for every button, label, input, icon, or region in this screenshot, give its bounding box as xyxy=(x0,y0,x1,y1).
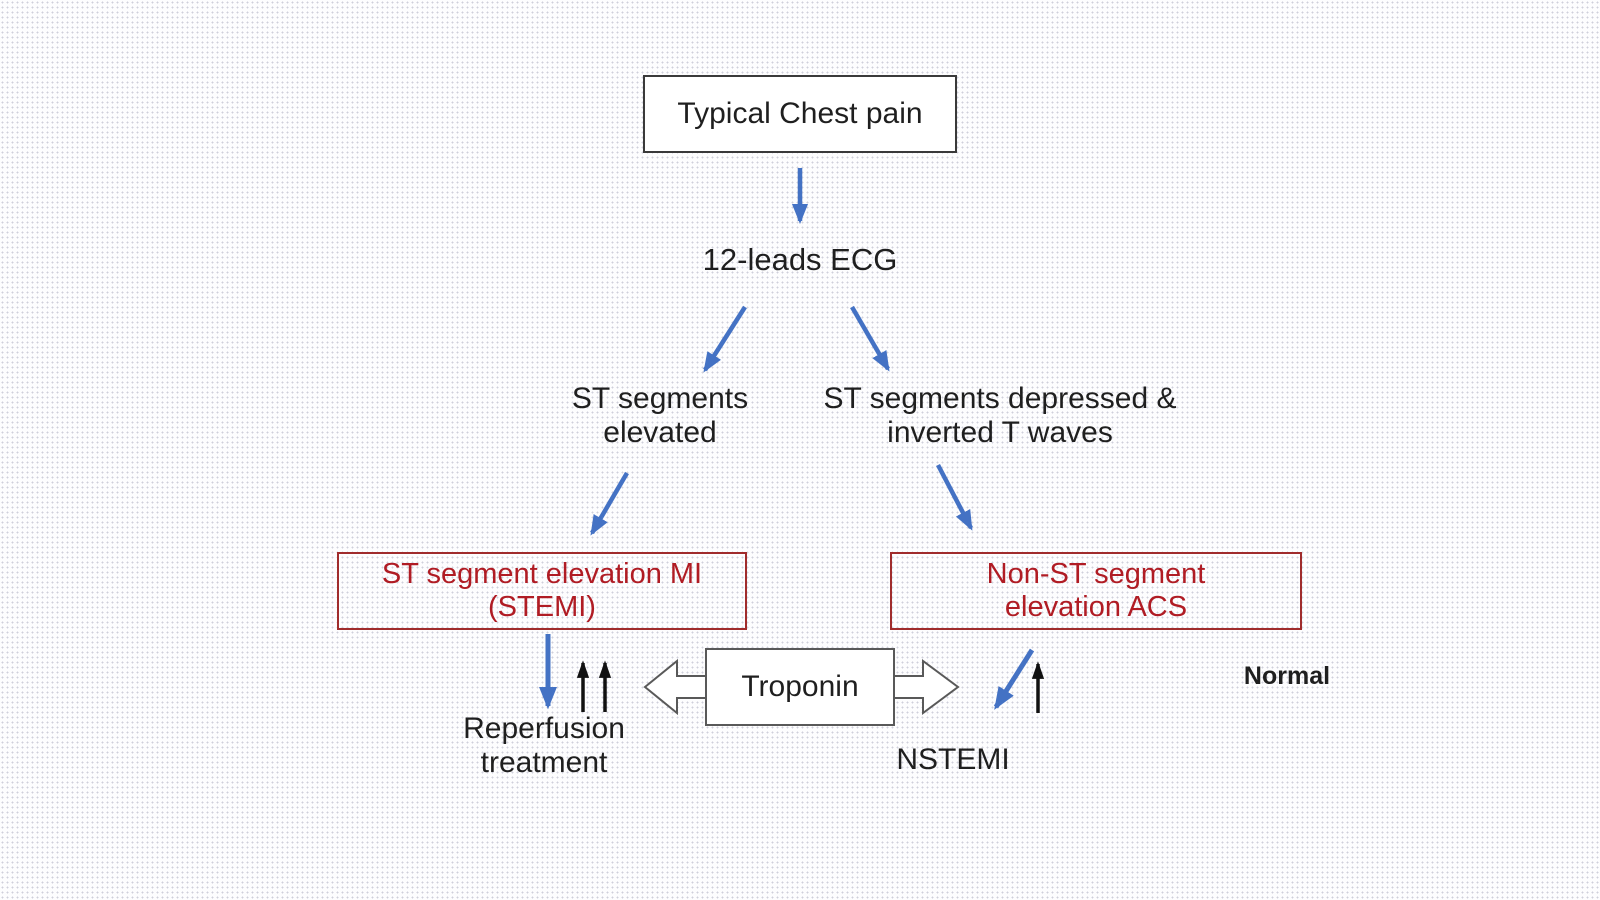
st-elevated-label: ST segments elevated xyxy=(571,382,749,449)
troponin-box: Troponin xyxy=(705,648,895,726)
troponin-label: Troponin xyxy=(741,670,859,703)
arrow-elevated-to-stemi-icon xyxy=(590,471,629,536)
troponin-right-block-arrow-icon xyxy=(893,659,960,715)
chest-pain-label: Typical Chest pain xyxy=(677,97,923,130)
normal-label: Normal xyxy=(1243,662,1331,690)
arrow-acs-to-nstemi-icon xyxy=(993,648,1035,710)
stemi-box: ST segment elevation MI (STEMI) xyxy=(337,552,747,630)
chest-pain-box: Typical Chest pain xyxy=(643,75,957,153)
nstemi-label: NSTEMI xyxy=(896,743,1010,776)
non-st-acs-box: Non-ST segment elevation ACS xyxy=(890,552,1302,630)
arrow-ecg-to-st-depressed-icon xyxy=(850,305,890,372)
ecg-label: 12-leads ECG xyxy=(702,242,898,277)
reperfusion-treatment-label: Reperfusion treatment xyxy=(463,712,625,779)
st-depressed-label: ST segments depressed & inverted T waves xyxy=(823,382,1177,449)
troponin-left-block-arrow-icon xyxy=(643,658,707,716)
arrow-depressed-to-acs-icon xyxy=(936,463,973,531)
arrow-ecg-to-st-elevated-icon xyxy=(703,305,747,373)
